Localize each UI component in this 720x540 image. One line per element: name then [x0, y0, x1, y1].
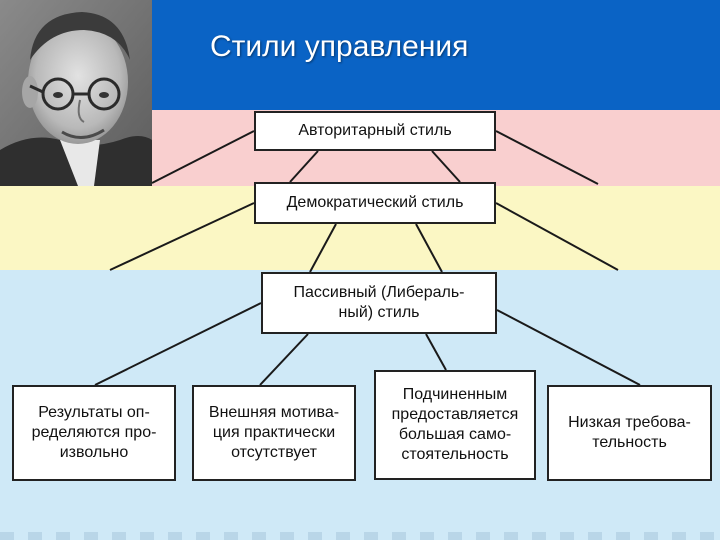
characteristic-3-line4: стоятельность: [401, 446, 509, 463]
characteristic-4-line2: тельность: [592, 434, 667, 451]
authoritarian-style-box: Авторитарный стиль: [254, 111, 496, 151]
characteristic-2-line3: отсутствует: [231, 444, 317, 461]
passive-style-label-line2: ный) стиль: [338, 304, 420, 321]
characteristic-box-2: Внешняя мотива- ция практически отсутств…: [192, 385, 356, 481]
democratic-style-box: Демократический стиль: [254, 182, 496, 224]
characteristic-box-3: Подчиненным предоставляется большая само…: [374, 370, 536, 480]
characteristic-2-line1: Внешняя мотива-: [208, 404, 340, 421]
passive-style-box: Пассивный (Либераль- ный) стиль: [261, 272, 497, 334]
authoritarian-style-label: Авторитарный стиль: [298, 122, 452, 139]
bottom-decoration: [0, 532, 720, 540]
characteristic-4-line1: Низкая требова-: [568, 414, 691, 431]
slide-title: Стили управления: [210, 30, 469, 63]
democratic-style-label: Демократический стиль: [286, 194, 464, 211]
portrait-illustration: [0, 0, 152, 186]
characteristic-1-line3: извольно: [59, 444, 129, 461]
characteristic-box-4: Низкая требова- тельность: [547, 385, 712, 481]
passive-style-label-line1: Пассивный (Либераль-: [293, 284, 465, 301]
portrait-photo: [0, 0, 152, 186]
characteristic-3-line3: большая само-: [398, 426, 512, 443]
characteristic-2-line2: ция практически: [212, 424, 336, 441]
characteristic-1-line1: Результаты оп-: [38, 404, 150, 421]
characteristic-3-line2: предоставляется: [391, 406, 519, 423]
characteristic-box-1: Результаты оп- ределяются про- извольно: [12, 385, 176, 481]
characteristic-1-line2: ределяются про-: [31, 424, 157, 441]
characteristic-3-line1: Подчиненным: [402, 386, 508, 403]
